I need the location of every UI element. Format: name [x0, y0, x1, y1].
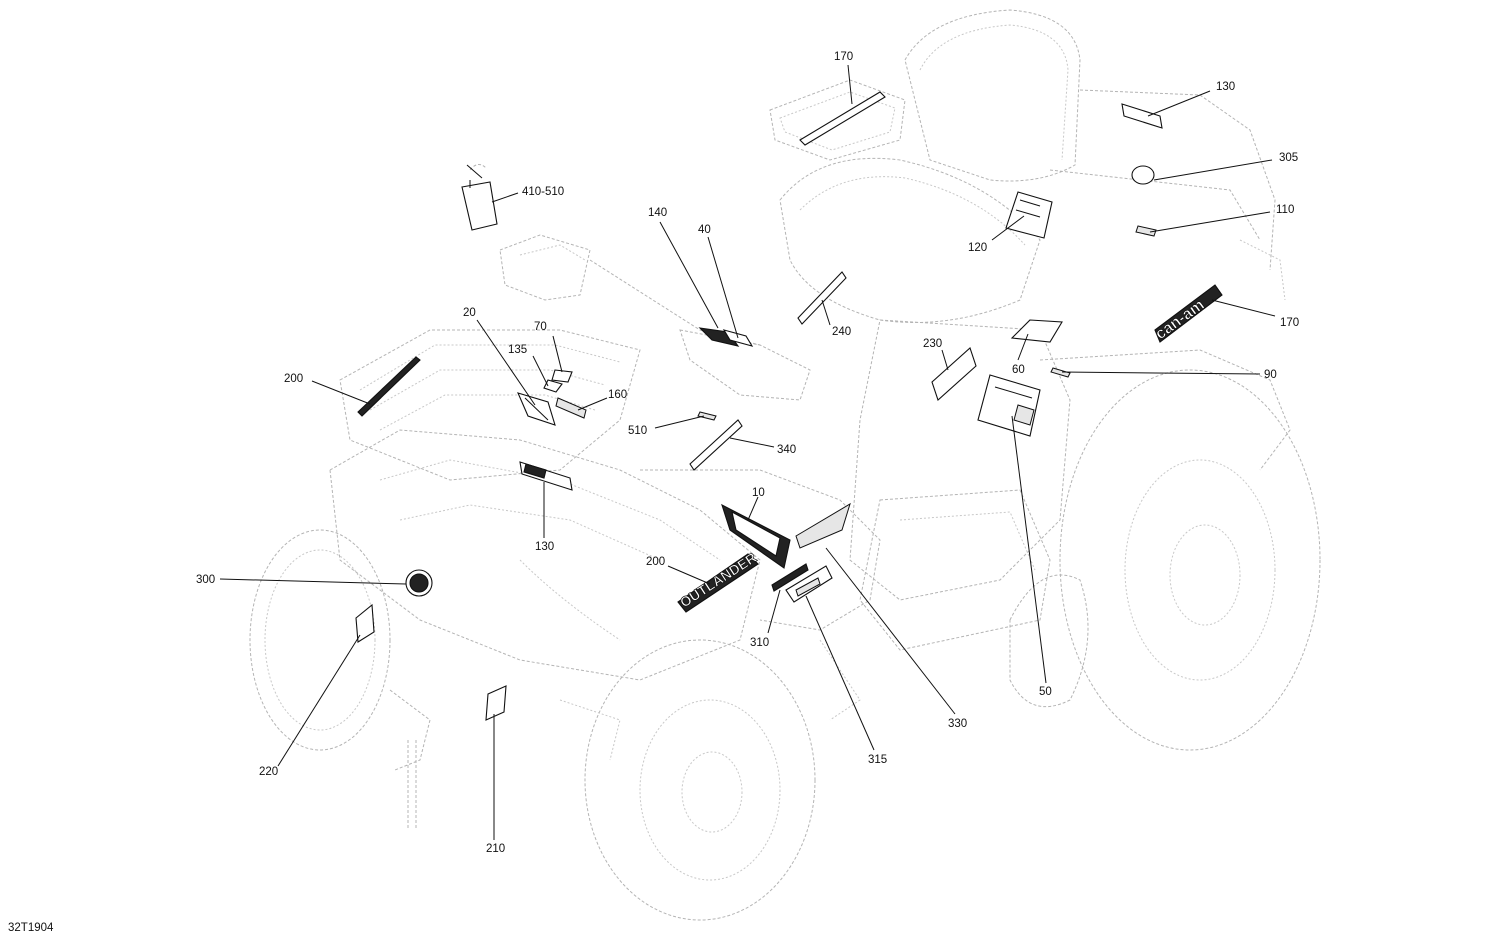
decal-340	[689, 419, 743, 471]
decal-135	[543, 379, 563, 393]
callout-200-outlander: 200	[646, 556, 665, 568]
decal-410-510	[461, 181, 498, 231]
callout-240: 240	[832, 326, 851, 338]
callout-20: 20	[463, 307, 476, 319]
callout-305: 305	[1279, 152, 1298, 164]
atv-ghost-outline	[249, 9, 1321, 921]
figure-id: 32T1904	[8, 922, 54, 934]
callout-160: 160	[608, 389, 627, 401]
decal-220	[355, 603, 375, 643]
callout-135: 135	[508, 344, 527, 356]
can-am-logo-text: can-am	[1152, 297, 1207, 344]
callout-210: 210	[486, 843, 505, 855]
callout-140: 140	[648, 207, 667, 219]
decal-60	[1010, 319, 1063, 343]
callout-40: 40	[698, 224, 711, 236]
callout-330: 330	[948, 718, 967, 730]
decal-130-front	[519, 461, 573, 491]
decal-300	[405, 569, 433, 597]
decal-120	[1005, 191, 1053, 239]
decal-310	[771, 563, 809, 592]
callout-220: 220	[259, 766, 278, 778]
callout-labels: 170 130 305 110 410-510 140 40 120 170 2…	[196, 51, 1299, 855]
decal-90	[1050, 367, 1071, 378]
decal-110	[1135, 225, 1157, 237]
callout-310: 310	[750, 637, 769, 649]
callout-10: 10	[752, 487, 765, 499]
callout-170-can-am: 170	[1280, 317, 1299, 329]
callout-230: 230	[923, 338, 942, 350]
decal-130-rear	[1121, 103, 1163, 129]
callout-60: 60	[1012, 364, 1025, 376]
callout-510: 510	[628, 425, 647, 437]
callout-300: 300	[196, 574, 215, 586]
callout-340: 340	[777, 444, 796, 456]
callout-170-rack: 170	[834, 51, 853, 63]
callout-120: 120	[968, 242, 987, 254]
callout-315: 315	[868, 754, 887, 766]
decal-50	[977, 374, 1041, 437]
decal-200-front	[357, 356, 421, 417]
decal-315	[785, 565, 833, 603]
decal-230	[931, 347, 977, 401]
decal-510	[697, 411, 717, 421]
decal-170-rack	[799, 91, 886, 146]
decal-140	[698, 327, 740, 347]
decal-160	[555, 397, 587, 419]
decal-240	[797, 271, 847, 325]
decal-200-outlander: OUTLANDER	[677, 549, 760, 613]
leader-lines	[219, 64, 1276, 840]
decal-330	[795, 502, 851, 549]
callout-70: 70	[534, 321, 547, 333]
callout-90: 90	[1264, 369, 1277, 381]
callout-110: 110	[1276, 204, 1294, 216]
callout-130-front: 130	[535, 541, 554, 553]
decal-shapes: can-am	[355, 91, 1223, 721]
decal-210	[485, 685, 507, 721]
decal-170-can-am: can-am	[1152, 284, 1223, 344]
callout-50: 50	[1039, 686, 1052, 698]
callout-410-510: 410-510	[522, 186, 564, 198]
decal-10	[721, 503, 791, 569]
decal-70	[551, 369, 573, 383]
callout-130-rear: 130	[1216, 81, 1235, 93]
decal-305	[1131, 165, 1155, 185]
callout-200-front: 200	[284, 373, 303, 385]
